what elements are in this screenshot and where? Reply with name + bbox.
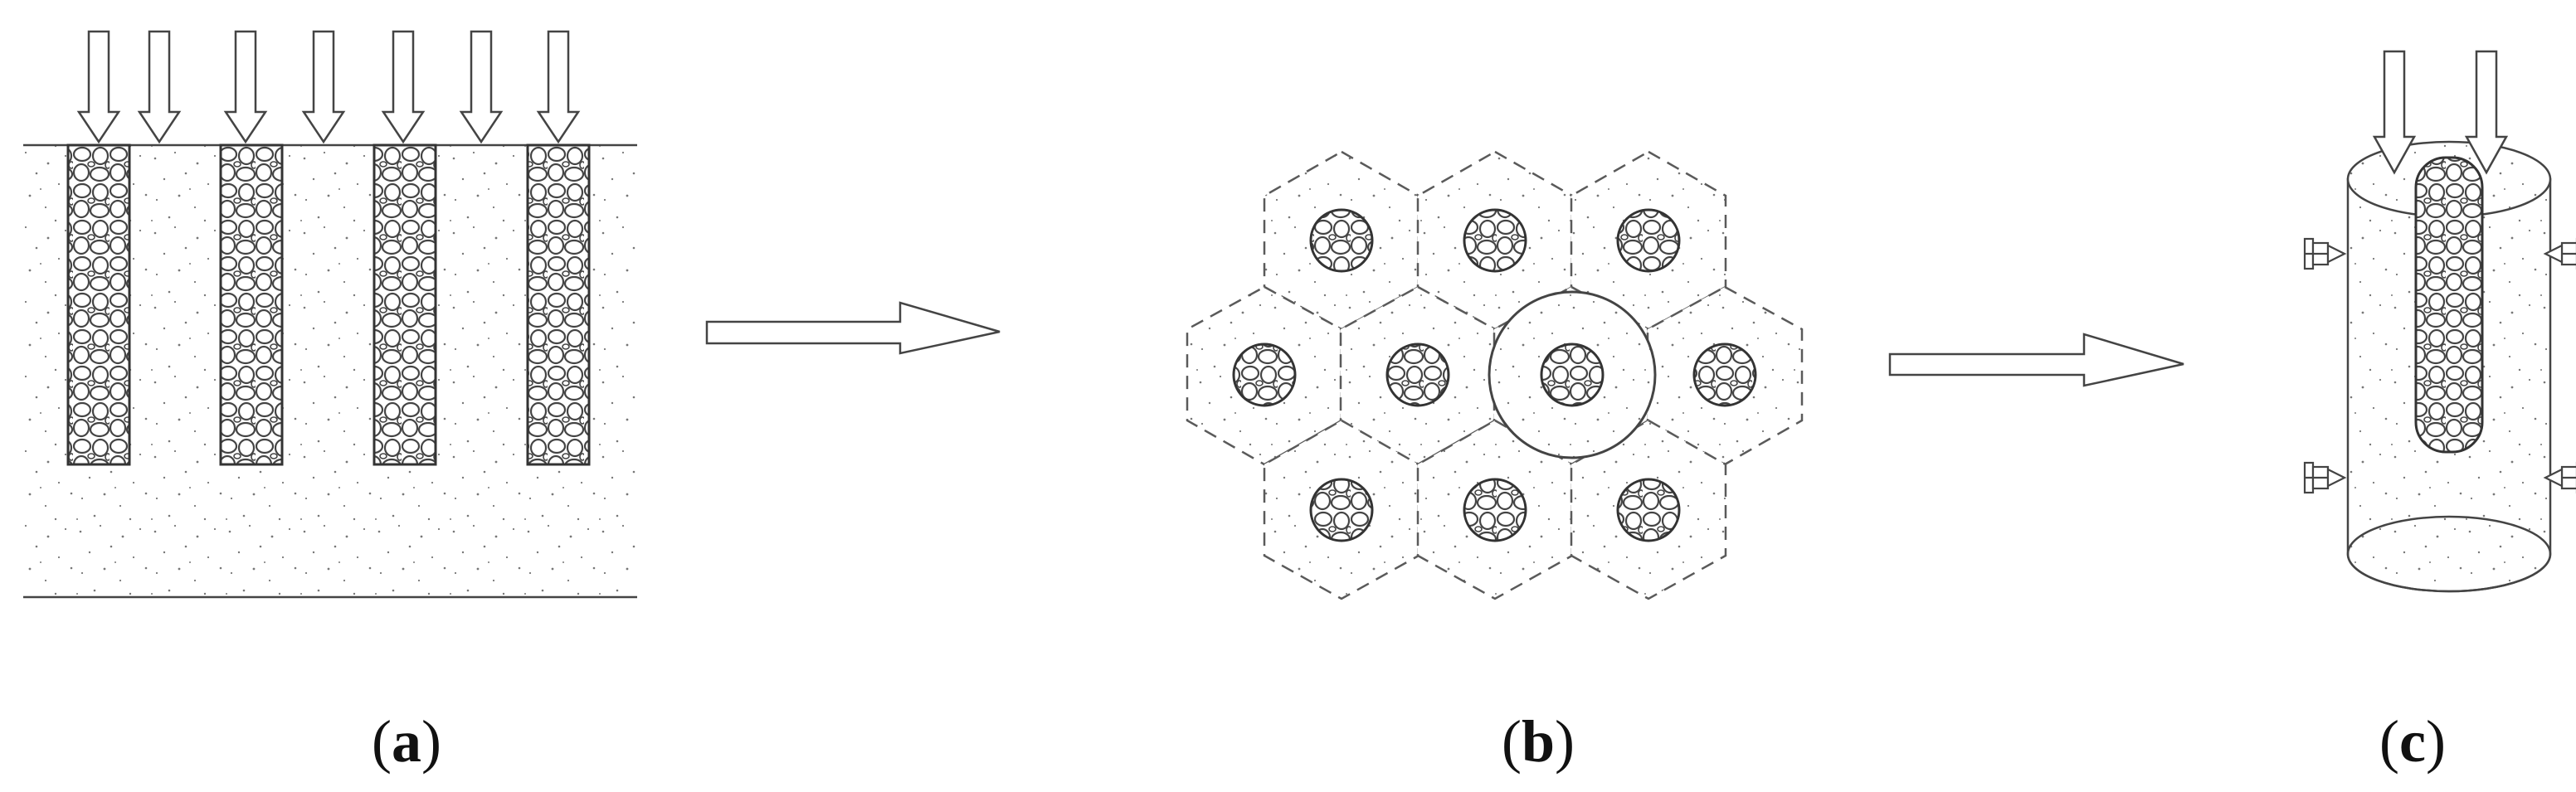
unit-cell-cylinder xyxy=(2346,140,2552,593)
central-stone-column xyxy=(2414,156,2484,454)
load-arrow-icon xyxy=(301,30,346,144)
stone-column xyxy=(219,143,284,466)
panel-b xyxy=(1186,150,1804,600)
stone-column-section xyxy=(1616,478,1681,542)
stone-column-section xyxy=(1309,478,1374,542)
transition-arrow-icon xyxy=(705,301,1001,355)
load-arrow-icon xyxy=(459,30,504,144)
stone-column-section xyxy=(1309,208,1374,273)
load-arrow-icon xyxy=(381,30,426,144)
load-arrow-icon xyxy=(2372,50,2417,175)
load-arrow-icon xyxy=(536,30,581,144)
left-upper-pressure-icon xyxy=(2303,237,2347,270)
stone-column xyxy=(526,143,591,466)
stone-column-section xyxy=(1232,343,1297,407)
stone-column xyxy=(373,143,437,466)
stone-column xyxy=(66,143,131,466)
stone-column-cross-sections xyxy=(1232,208,1757,542)
panel-a-label: (a) xyxy=(372,708,441,775)
left-lower-pressure-icon xyxy=(2303,461,2347,494)
stone-column-section xyxy=(1692,343,1757,407)
panel-c xyxy=(2303,50,2576,593)
load-arrow-icon xyxy=(223,30,268,144)
right-upper-pressure-icon xyxy=(2543,237,2576,270)
panel-b-label: (b) xyxy=(1502,708,1575,775)
panel-a xyxy=(23,30,637,599)
stone-column-section xyxy=(1616,208,1681,273)
stone-column-section xyxy=(1463,208,1527,273)
load-arrow-icon xyxy=(76,30,121,144)
panel-c-label: (c) xyxy=(2379,708,2446,775)
right-lower-pressure-icon xyxy=(2543,461,2576,494)
load-arrow-icon xyxy=(137,30,182,144)
stone-column-section xyxy=(1540,343,1605,407)
load-arrow-icon xyxy=(2464,50,2509,175)
cylinder-bottom-rim xyxy=(2346,515,2552,593)
stone-column-section xyxy=(1463,478,1527,542)
stone-column-section xyxy=(1385,343,1450,407)
transition-arrow-icon xyxy=(1888,333,2184,387)
